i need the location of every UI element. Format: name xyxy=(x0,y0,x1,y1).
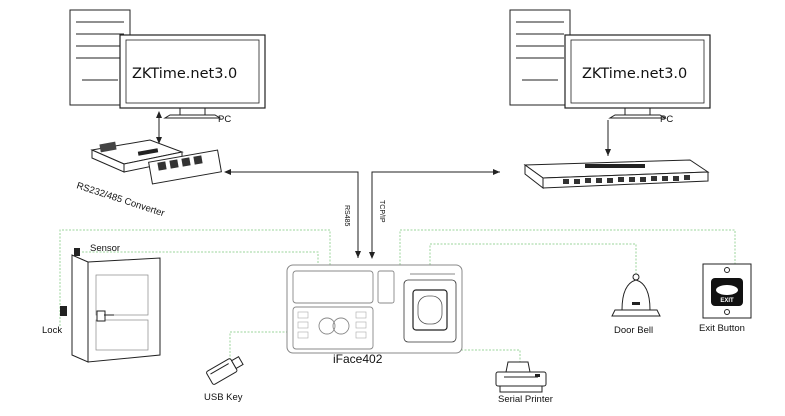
serial-printer-label: Serial Printer xyxy=(498,394,553,405)
device-label: iFace402 xyxy=(333,352,383,366)
lock-icon xyxy=(60,306,67,316)
tcpip-link xyxy=(369,169,500,259)
pc-label: PC xyxy=(218,114,231,125)
pc-right: ZKTime.net3.0 PC xyxy=(509,9,711,125)
exit-button-label: Exit Button xyxy=(699,323,745,334)
door-bell-label: Door Bell xyxy=(614,325,653,336)
network-switch-icon xyxy=(523,159,710,190)
peripheral-wiring xyxy=(59,229,736,362)
rs485-label: RS485 xyxy=(343,205,350,227)
sensor-label: Sensor xyxy=(90,243,120,254)
rs485-link xyxy=(224,169,361,258)
screen-text: ZKTime.net3.0 xyxy=(132,66,237,82)
usb-key-label: USB Key xyxy=(204,392,243,403)
screen-text: ZKTime.net3.0 xyxy=(582,66,687,82)
door-bell-icon xyxy=(611,273,661,317)
pc-left: ZKTime.net3.0 PC xyxy=(69,9,266,125)
sensor-icon xyxy=(74,248,80,256)
iface402-device-icon xyxy=(286,264,463,354)
monitor-icon xyxy=(119,34,266,119)
usb-key-icon xyxy=(206,355,244,385)
monitor-icon xyxy=(564,34,711,119)
tcpip-label: TCP/IP xyxy=(378,200,385,223)
rs232-485-converter-icon xyxy=(90,139,222,185)
converter-label: RS232/485 Converter xyxy=(75,180,166,219)
computer-tower-icon xyxy=(509,9,571,106)
printer-icon xyxy=(495,361,547,393)
pc-label: PC xyxy=(660,114,673,125)
door-icon xyxy=(71,254,161,363)
lock-label: Lock xyxy=(42,325,62,336)
exit-text: EXIT xyxy=(720,298,734,304)
exit-button-icon xyxy=(702,263,752,319)
